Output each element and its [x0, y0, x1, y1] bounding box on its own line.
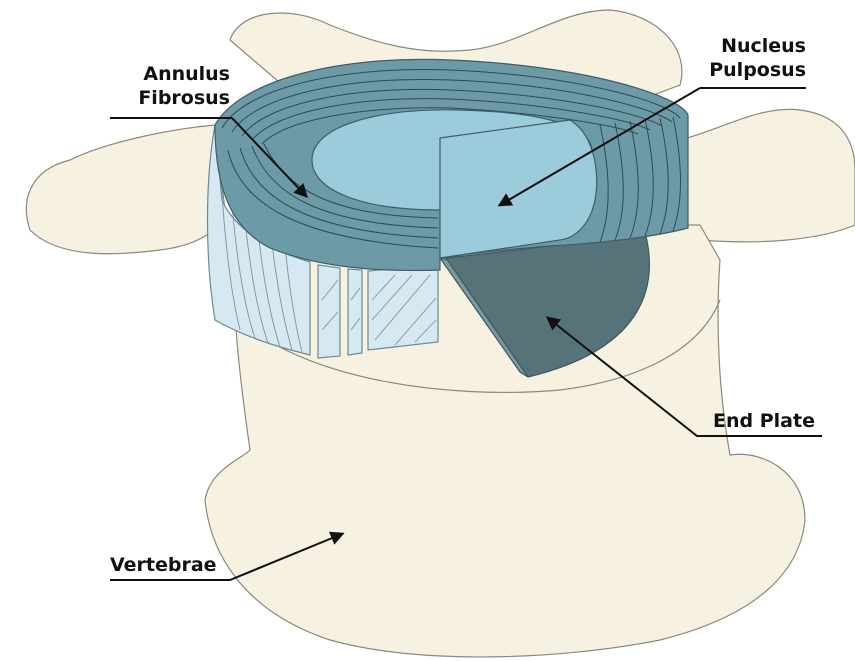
label-vertebrae: Vertebrae — [110, 553, 217, 577]
label-vertebrae-text: Vertebrae — [110, 553, 217, 577]
label-end-plate: End Plate — [713, 409, 815, 433]
label-annulus-fibrosus: Annulus Fibrosus — [112, 62, 230, 110]
label-nucleus-pulposus-line-2: Pulposus — [690, 58, 806, 82]
vertebra-right-transverse-process — [675, 109, 855, 242]
label-annulus-fibrosus-line-2: Fibrosus — [112, 86, 230, 110]
label-end-plate-text: End Plate — [713, 409, 815, 433]
label-nucleus-pulposus: Nucleus Pulposus — [690, 34, 806, 82]
vertebra-left-transverse-process — [26, 125, 225, 254]
annulus-side-segment-2 — [348, 269, 362, 355]
label-nucleus-pulposus-line-1: Nucleus — [690, 34, 806, 58]
annulus-side-segment-1 — [318, 265, 340, 358]
label-annulus-fibrosus-line-1: Annulus — [112, 62, 230, 86]
